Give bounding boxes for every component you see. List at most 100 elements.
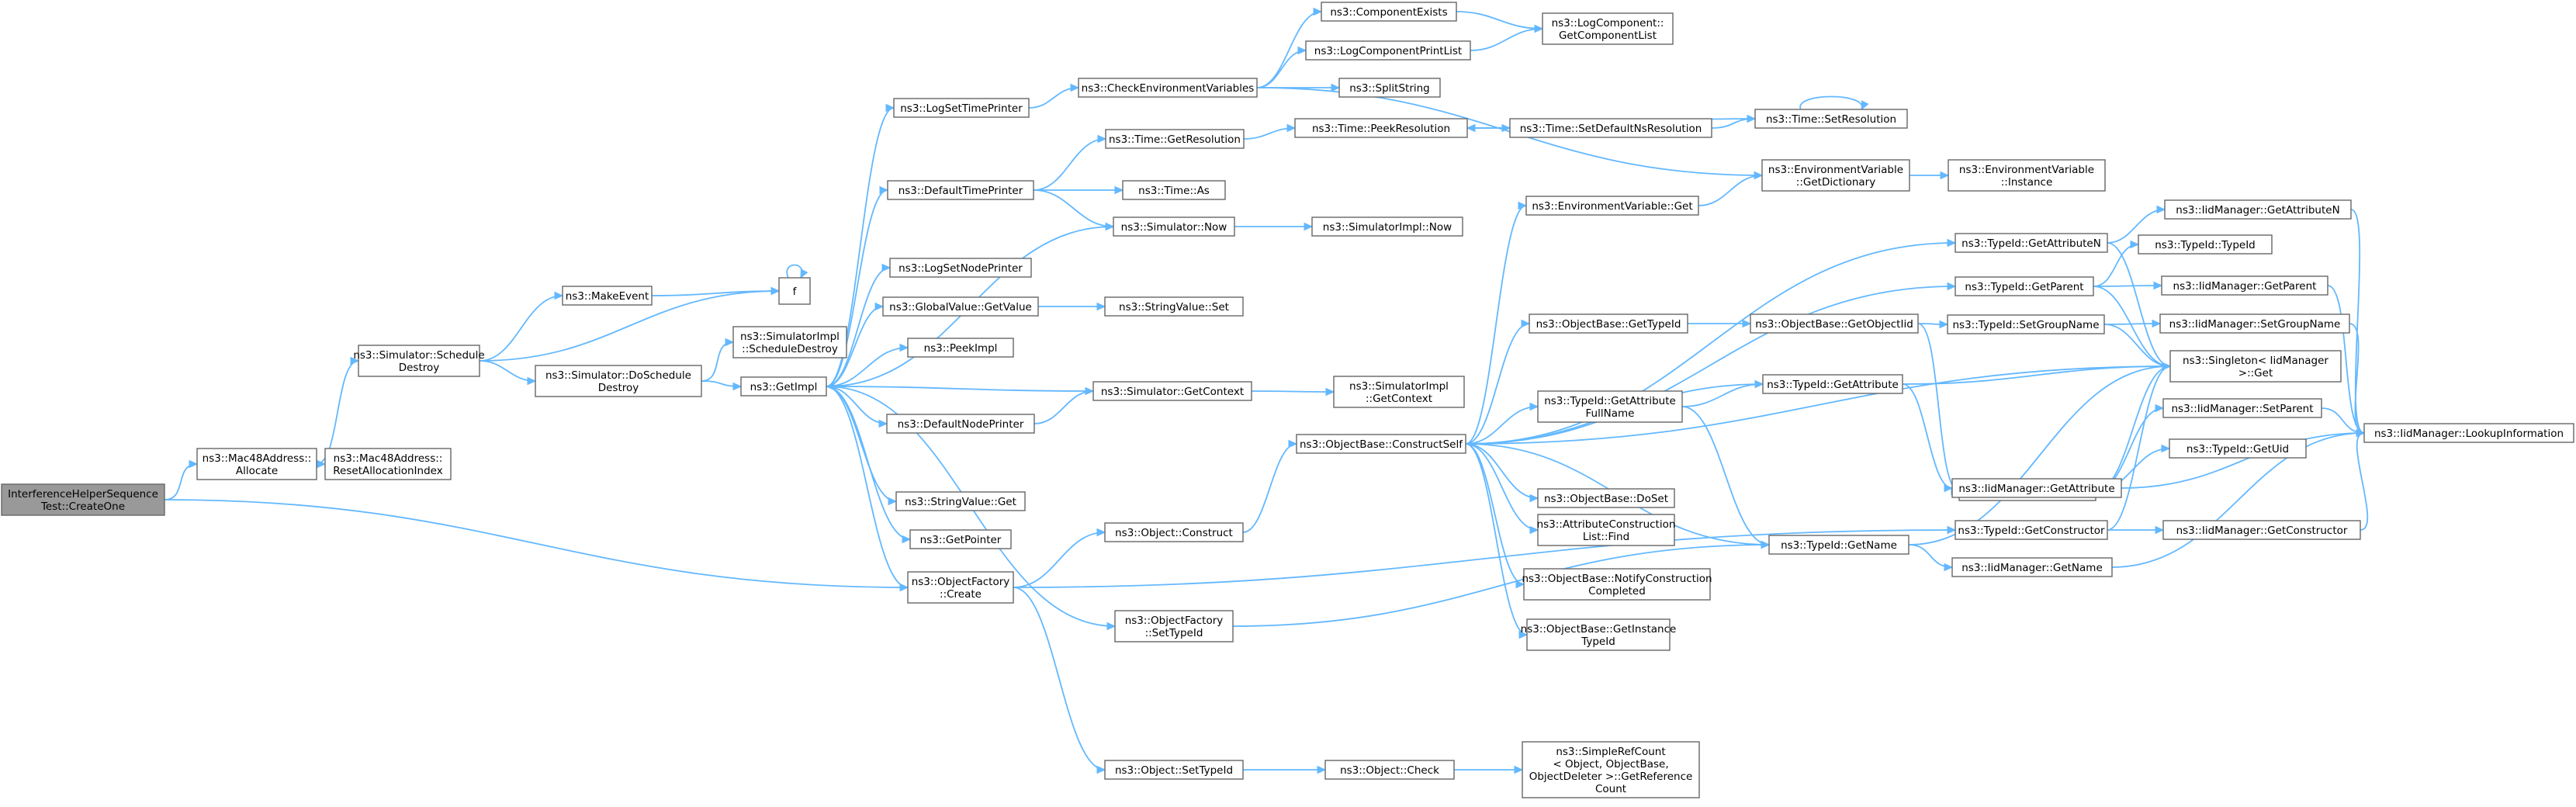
node-objbase-gettypeid[interactable]: ns3::ObjectBase::GetTypeId: [1529, 313, 1688, 334]
node-mac-allocate[interactable]: ns3::Mac48Address::Allocate: [196, 448, 317, 480]
node-notify-completed[interactable]: ns3::ObjectBase::NotifyConstructionCompl…: [1522, 568, 1712, 601]
node-box: [358, 345, 480, 377]
node-iid-lookup[interactable]: ns3::IidManager::LookupInformation: [2363, 423, 2574, 443]
node-sim-now[interactable]: ns3::Simulator::Now: [1113, 216, 1235, 237]
edge-typeid-getattr-fullname-to-typeid-getattribute: [1681, 379, 1764, 407]
edge-arrowhead: [881, 263, 892, 272]
edge-object-settypeid-to-object-check: [1243, 765, 1327, 774]
edge-arrowhead: [725, 338, 735, 347]
node-getimpl[interactable]: ns3::GetImpl: [740, 376, 827, 397]
node-simimpl-sched[interactable]: ns3::SimulatorImpl::ScheduleDestroy: [732, 326, 847, 358]
node-component-exists[interactable]: ns3::ComponentExists: [1321, 2, 1457, 22]
node-simimpl-now[interactable]: ns3::SimulatorImpl::Now: [1311, 216, 1463, 237]
node-typeid-setgroupname[interactable]: ns3::TypeId::SetGroupName: [1947, 314, 2105, 334]
node-iid-setparent[interactable]: ns3::IidManager::SetParent: [2162, 398, 2322, 418]
node-construct-self[interactable]: ns3::ObjectBase::ConstructSelf: [1296, 434, 1466, 454]
node-box: [1537, 514, 1675, 546]
node-typeid-getattrn[interactable]: ns3::TypeId::GetAttributeN: [1955, 233, 2108, 253]
node-iid-getattrn[interactable]: ns3::IidManager::GetAttributeN: [2164, 199, 2352, 220]
node-label: ns3::GlobalValue::GetValue: [889, 301, 1032, 313]
node-simimpl-getcontext[interactable]: ns3::SimulatorImpl::GetContext: [1333, 376, 1465, 408]
node-typeid-getattribute[interactable]: ns3::TypeId::GetAttribute: [1762, 374, 1903, 394]
node-log-comp-getlist[interactable]: ns3::LogComponent::GetComponentList: [1542, 12, 1674, 45]
node-singleton-get[interactable]: ns3::Singleton< IidManager>::Get: [2169, 350, 2342, 383]
node-env-getdict[interactable]: ns3::EnvironmentVariable::GetDictionary: [1761, 159, 1910, 192]
node-set-default-ns[interactable]: ns3::Time::SetDefaultNsResolution: [1509, 118, 1712, 138]
node-split-string[interactable]: ns3::SplitString: [1338, 78, 1441, 98]
node-label: ns3::Simulator::Now: [1121, 221, 1227, 234]
edge-sched-destroy-to-do-sched-destroy: [479, 360, 537, 386]
node-f[interactable]: f: [778, 277, 811, 305]
node-refcount[interactable]: ns3::SimpleRefCount< Object, ObjectBase,…: [1522, 741, 1700, 798]
edge-do-sched-destroy-to-getimpl: [701, 380, 743, 391]
node-objfactory-settypeid[interactable]: ns3::ObjectFactory::SetTypeId: [1114, 610, 1234, 642]
node-doset[interactable]: ns3::ObjectBase::DoSet: [1537, 488, 1675, 508]
node-log-node-printer[interactable]: ns3::LogSetNodePrinter: [889, 258, 1032, 278]
edge-line: [1902, 383, 1953, 489]
node-mac-reset[interactable]: ns3::Mac48Address::ResetAllocationIndex: [324, 448, 452, 480]
edge-typeid-getname-to-iid-getname: [1908, 544, 1954, 572]
node-set-res[interactable]: ns3::Time::SetResolution: [1754, 109, 1908, 129]
node-object-construct[interactable]: ns3::Object::Construct: [1104, 522, 1244, 542]
edge-line: [1917, 323, 1960, 492]
node-typeid-getname[interactable]: ns3::TypeId::GetName: [1768, 535, 1909, 555]
node-label: ns3::IidManager::SetGroupName: [2169, 318, 2341, 331]
node-env-get[interactable]: ns3::EnvironmentVariable::Get: [1525, 196, 1699, 216]
node-default-time-printer[interactable]: ns3::DefaultTimePrinter: [887, 180, 1034, 200]
node-sim-getcontext[interactable]: ns3::Simulator::GetContext: [1092, 381, 1252, 401]
node-label: ns3::DefaultTimePrinter: [898, 185, 1023, 197]
node-time-getres[interactable]: ns3::Time::GetResolution: [1105, 129, 1245, 149]
node-getobjectiid[interactable]: ns3::ObjectBase::GetObjectIid: [1750, 313, 1919, 334]
edge-getobjectiid-to-typeid-setgroupname: [1917, 320, 1949, 329]
edge-arrowhead: [1288, 439, 1298, 449]
node-sched-destroy[interactable]: ns3::Simulator::ScheduleDestroy: [353, 345, 485, 377]
node-check-env[interactable]: ns3::CheckEnvironmentVariables: [1078, 78, 1258, 98]
node-make-event[interactable]: ns3::MakeEvent: [562, 286, 653, 306]
node-default-node-printer[interactable]: ns3::DefaultNodePrinter: [886, 414, 1035, 434]
edge-arrowhead: [1317, 765, 1327, 774]
node-iid-getattribute[interactable]: ns3::IidManager::GetAttribute: [1951, 478, 2122, 498]
node-box: [1338, 78, 1441, 98]
edge-arrowhead: [1096, 528, 1106, 537]
node-peekimpl[interactable]: ns3::PeekImpl: [907, 338, 1014, 358]
node-objfactory-create[interactable]: ns3::ObjectFactory::Create: [907, 571, 1014, 604]
edge-arrowhead: [2152, 319, 2162, 328]
node-iid-getparent[interactable]: ns3::IidManager::GetParent: [2161, 275, 2328, 296]
edge-arrowhead: [1742, 319, 1752, 328]
node-label: Allocate: [236, 465, 278, 477]
edge-log-time-printer-to-check-env: [1028, 83, 1080, 109]
node-object-settypeid[interactable]: ns3::Object::SetTypeId: [1104, 760, 1244, 780]
node-peek-res[interactable]: ns3::Time::PeekResolution: [1294, 118, 1468, 138]
node-label: ns3::Time::As: [1138, 185, 1210, 197]
node-object-check[interactable]: ns3::Object::Check: [1324, 760, 1455, 780]
node-label: ns3::CheckEnvironmentVariables: [1082, 82, 1255, 95]
node-iid-setgroupname[interactable]: ns3::IidManager::SetGroupName: [2159, 313, 2350, 334]
edge-arrowhead: [1947, 238, 1957, 248]
edge-line: [786, 264, 803, 279]
edge-arrowhead: [2356, 428, 2366, 438]
edge-arrowhead: [1085, 386, 1095, 396]
node-box: [1955, 276, 2094, 296]
node-time-as[interactable]: ns3::Time::As: [1122, 180, 1226, 200]
node-root[interactable]: InterferenceHelperSequenceTest::CreateOn…: [1, 483, 165, 516]
node-typeid-getuid[interactable]: ns3::TypeId::GetUid: [2169, 438, 2307, 459]
node-stringvalue-set[interactable]: ns3::StringValue::Set: [1104, 296, 1244, 317]
node-log-comp-print[interactable]: ns3::LogComponentPrintList: [1305, 40, 1471, 61]
node-iid-getname[interactable]: ns3::IidManager::GetName: [1951, 557, 2113, 577]
edge-line: [1013, 587, 1106, 771]
node-typeid-typeid[interactable]: ns3::TypeId::TypeId: [2138, 234, 2273, 255]
node-typeid-getparent[interactable]: ns3::TypeId::GetParent: [1955, 276, 2094, 296]
node-stringvalue-get[interactable]: ns3::StringValue::Get: [895, 491, 1026, 511]
node-log-time-printer[interactable]: ns3::LogSetTimePrinter: [893, 98, 1030, 118]
node-getpointer[interactable]: ns3::GetPointer: [909, 529, 1012, 549]
node-iid-getconstructor[interactable]: ns3::IidManager::GetConstructor: [2162, 520, 2361, 540]
node-typeid-getconstructor[interactable]: ns3::TypeId::GetConstructor: [1955, 520, 2108, 540]
edge-typeid-getconstructor-to-iid-getconstructor: [2107, 525, 2165, 535]
node-global-getvalue[interactable]: ns3::GlobalValue::GetValue: [882, 296, 1039, 317]
node-label: ns3::SimpleRefCount: [1556, 746, 1665, 758]
node-env-instance[interactable]: ns3::EnvironmentVariable::Instance: [1948, 159, 2106, 192]
